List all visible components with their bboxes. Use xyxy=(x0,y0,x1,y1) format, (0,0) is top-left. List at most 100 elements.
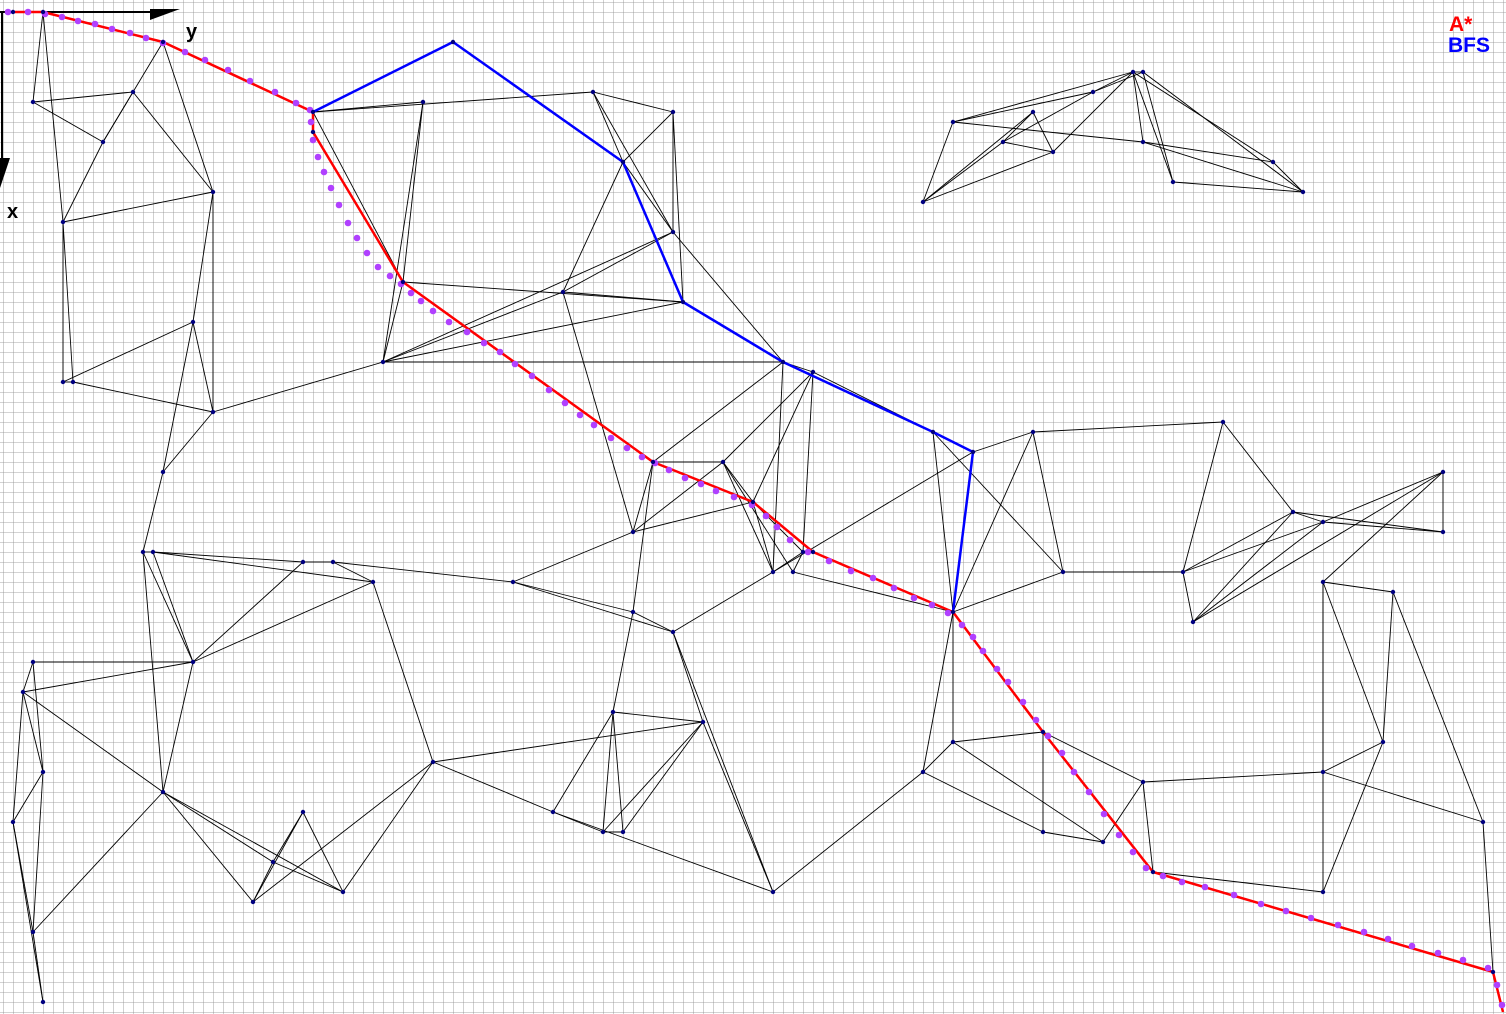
smooth-path-point xyxy=(665,466,673,474)
graph-node xyxy=(1220,419,1226,425)
graph-edge xyxy=(612,711,704,723)
smooth-path-point xyxy=(1070,768,1078,776)
graph-node xyxy=(1150,869,1156,875)
graph-edge xyxy=(592,91,674,113)
graph-node xyxy=(450,39,456,45)
graph-node xyxy=(250,899,256,905)
graph-edge xyxy=(42,11,64,223)
graph-edge xyxy=(272,811,304,863)
smooth-path-point xyxy=(58,13,66,21)
graph-edge xyxy=(632,461,724,533)
smooth-path-point xyxy=(181,48,189,56)
graph-edge xyxy=(332,561,374,583)
graph-edge xyxy=(272,861,344,893)
graph-edge xyxy=(1142,71,1174,183)
graph-edge xyxy=(772,771,924,893)
graph-edge xyxy=(12,691,24,823)
smooth-path-point xyxy=(353,234,361,242)
graph-edge xyxy=(62,221,74,383)
graph-node xyxy=(1440,529,1446,535)
graph-node xyxy=(1440,469,1446,475)
graph-edge xyxy=(162,321,194,473)
smooth-path-point xyxy=(429,307,437,315)
graph-edge xyxy=(212,361,384,413)
graph-edge xyxy=(1322,741,1384,773)
graph-node xyxy=(1060,569,1066,575)
smooth-path-point xyxy=(1257,900,1265,908)
graph-edge xyxy=(1142,71,1304,193)
graph-edge xyxy=(372,581,434,763)
smooth-path-point xyxy=(1058,749,1066,757)
graph-edge xyxy=(1132,71,1144,143)
graph-edge xyxy=(972,431,1034,453)
graph-edge xyxy=(1182,521,1324,573)
smooth-path-point xyxy=(944,609,952,617)
smooth-path-point xyxy=(1142,864,1150,872)
graph-edge xyxy=(952,741,1104,843)
smooth-path-point xyxy=(24,8,32,16)
graph-node xyxy=(160,469,166,475)
graph-edge xyxy=(1002,91,1094,143)
graph-node xyxy=(210,189,216,195)
graph-node xyxy=(1030,109,1036,115)
graph-edge xyxy=(632,461,654,533)
smooth-path-point xyxy=(1384,935,1392,943)
graph-edge xyxy=(722,371,814,463)
graph-edge xyxy=(802,371,814,553)
graph-edge xyxy=(922,121,954,203)
smooth-path-point xyxy=(1307,914,1315,922)
graph-edge xyxy=(1322,581,1394,593)
smooth-path-point xyxy=(773,523,781,531)
graph-node xyxy=(510,579,516,585)
graph-node xyxy=(40,9,46,15)
smooth-path-point xyxy=(363,249,371,257)
graph-edge xyxy=(672,631,704,723)
smooth-path-point xyxy=(292,99,300,107)
graph-edge xyxy=(1322,471,1444,583)
graph-edge xyxy=(162,411,214,473)
graph-node xyxy=(750,499,756,505)
graph-node xyxy=(1480,819,1486,825)
graph-edge xyxy=(1032,421,1224,433)
graph-node xyxy=(140,549,146,555)
graph-edge xyxy=(162,791,274,863)
smooth-path-point xyxy=(1484,964,1492,972)
graph-node xyxy=(950,609,956,615)
graph-node xyxy=(1130,69,1136,75)
graph-edge xyxy=(752,501,774,573)
graph-edge xyxy=(952,431,1034,613)
graph-node xyxy=(40,999,46,1005)
graph-node xyxy=(1390,589,1396,595)
smooth-path-point xyxy=(463,328,471,336)
graph-edge xyxy=(922,141,1004,203)
graph-node xyxy=(780,359,786,365)
graph-edge xyxy=(562,161,624,293)
smooth-path-point xyxy=(561,399,569,407)
graph-edge xyxy=(592,91,674,233)
smooth-path-point xyxy=(1129,848,1137,856)
smooth-path-point xyxy=(480,339,488,347)
legend-astar-label: A* xyxy=(1449,13,1473,36)
graph-node xyxy=(40,769,46,775)
graph-edge xyxy=(512,531,634,583)
graph-node xyxy=(920,769,926,775)
graph-node xyxy=(1490,969,1496,975)
graph-node xyxy=(300,809,306,815)
graph-edge xyxy=(22,661,194,693)
graph-edge xyxy=(622,111,674,163)
smooth-path-point xyxy=(1459,956,1467,964)
graph-node xyxy=(1090,89,1096,95)
graph-edge xyxy=(592,91,624,163)
graph-edge xyxy=(952,731,1044,743)
graph-node xyxy=(190,659,196,665)
graph-edge xyxy=(632,611,674,633)
graph-edge xyxy=(32,91,134,103)
graph-edge xyxy=(952,121,1144,143)
graph-edge xyxy=(1172,181,1304,193)
smooth-path-point xyxy=(979,647,987,655)
graph-node xyxy=(930,429,936,435)
graph-node xyxy=(70,379,76,385)
graph-node xyxy=(620,159,626,165)
smooth-path-point xyxy=(804,548,812,556)
smoothed-path-points xyxy=(4,8,1506,1009)
